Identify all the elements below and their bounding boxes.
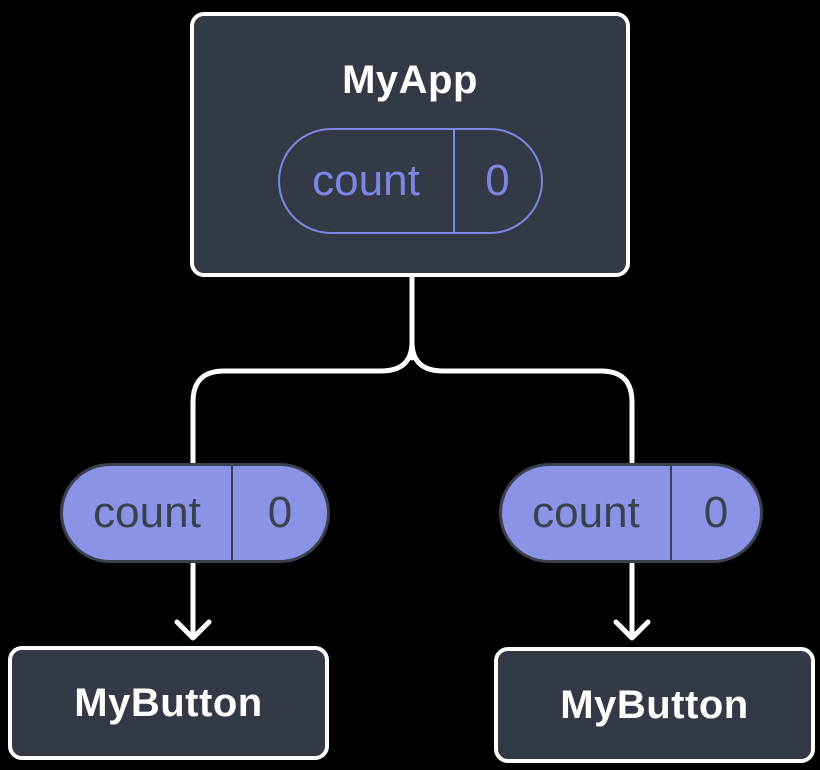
state-pill: count 0: [277, 127, 543, 234]
node-mybutton-right-label: MyButton: [560, 683, 749, 727]
arrow-head-left-icon: [174, 619, 212, 641]
state-pill-value: 0: [452, 129, 541, 232]
prop-pill-left: count 0: [60, 463, 330, 563]
node-mybutton-right: MyButton: [494, 647, 815, 763]
prop-pill-right-value: 0: [670, 466, 760, 560]
prop-pill-right-name: count: [532, 488, 640, 537]
node-mybutton-left: MyButton: [8, 646, 329, 760]
node-myapp-label: MyApp: [342, 57, 478, 102]
branch-right: [409, 339, 635, 467]
prop-pill-right: count 0: [499, 463, 763, 563]
state-pill-name: count: [312, 155, 420, 205]
node-myapp: MyApp count 0: [190, 12, 630, 277]
prop-pill-left-value: 0: [231, 466, 327, 560]
prop-pill-left-name: count: [93, 488, 201, 537]
branch-left: [190, 339, 415, 467]
node-mybutton-left-label: MyButton: [74, 681, 263, 725]
arrow-head-right-icon: [613, 619, 651, 641]
